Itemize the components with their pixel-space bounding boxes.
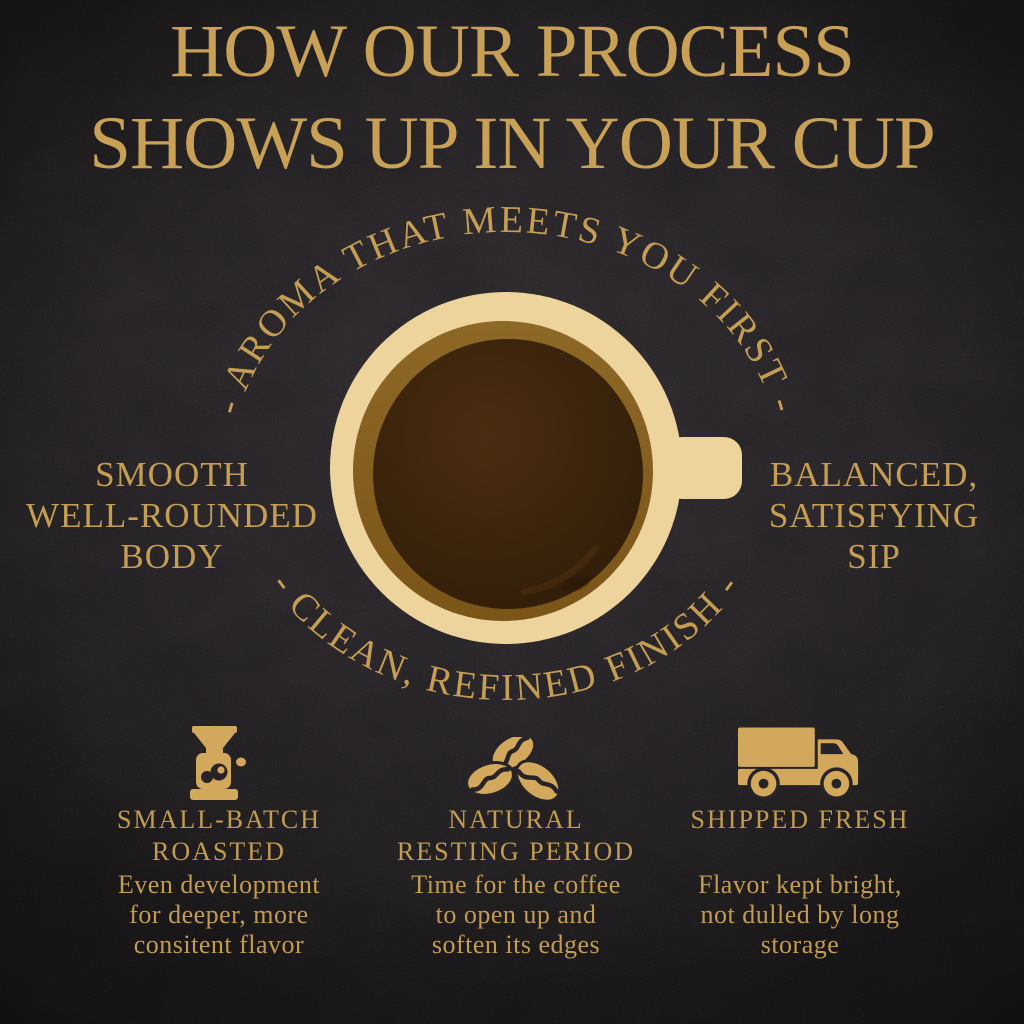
- page-title: HOW OUR PROCESS SHOWS UP IN YOUR CUP: [0, 6, 1024, 190]
- process-heading: NATURAL RESTING PERIOD: [396, 805, 636, 866]
- process-column-shipped: SHIPPED FRESH Flavor kept bright, not du…: [650, 712, 950, 960]
- process-heading: SMALL-BATCH ROASTED: [116, 805, 321, 866]
- title-line-2: SHOWS UP IN YOUR CUP: [89, 102, 935, 185]
- process-description: Even development for deeper, more consit…: [117, 870, 321, 959]
- process-icon-box: [69, 712, 369, 800]
- process-icon-box: [366, 712, 666, 800]
- process-heading: SHIPPED FRESH: [690, 805, 910, 834]
- process-column-roasted: SMALL-BATCH ROASTED Even development for…: [69, 712, 369, 960]
- coffee-surface: [373, 339, 643, 609]
- coffee-highlight: [520, 544, 600, 596]
- delivery-truck-icon: [737, 727, 859, 800]
- coffee-fleck: [561, 575, 591, 593]
- process-description: Time for the coffee to open up and softe…: [411, 870, 621, 959]
- cup-label-left: SMOOTH WELL-ROUNDED BODY: [26, 455, 318, 576]
- title-line-1: HOW OUR PROCESS: [170, 10, 855, 93]
- cup-handle: [664, 437, 742, 499]
- cup-label-right: BALANCED, SATISFYING SIP: [768, 455, 980, 576]
- coffee-grinder-icon: [190, 726, 246, 800]
- process-description: Flavor kept bright, not dulled by long s…: [698, 870, 902, 959]
- process-icon-box: [650, 712, 950, 800]
- process-column-resting: NATURAL RESTING PERIOD Time for the coff…: [366, 712, 666, 960]
- coffee-beans-icon: [466, 737, 562, 800]
